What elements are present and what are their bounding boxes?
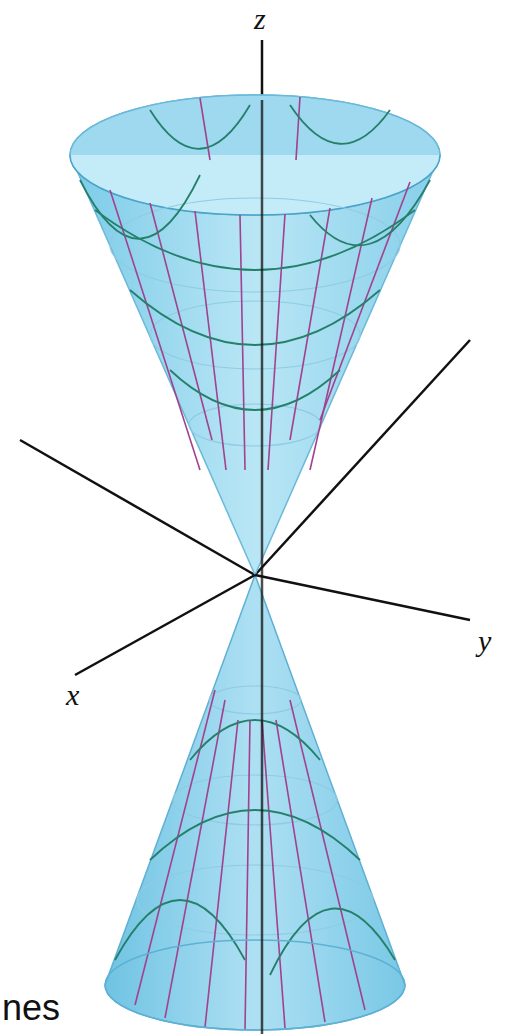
axis-label: y — [478, 626, 491, 656]
lower-nappe — [105, 575, 405, 1030]
upper-nappe — [70, 95, 440, 575]
axis-label: x — [66, 680, 79, 710]
axes-front — [75, 100, 470, 1034]
caption-fragment: nes — [2, 990, 60, 1026]
axis-label: z — [254, 4, 266, 34]
axes-back — [20, 40, 470, 575]
